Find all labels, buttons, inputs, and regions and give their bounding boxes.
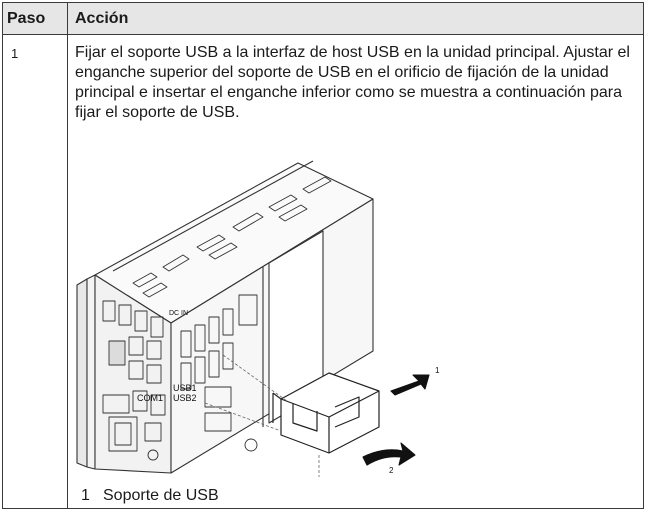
arrow-label-1: 1	[435, 366, 440, 375]
step-number: 1	[11, 46, 19, 61]
figure-legend: 1 Soporte de USB	[81, 487, 219, 505]
header-step: Paso	[7, 10, 46, 27]
port-label-usb1: USB1	[173, 383, 197, 393]
arrow-label-2: 2	[389, 466, 394, 475]
port-label-usb2: USB2	[173, 393, 197, 403]
header-action: Acción	[75, 10, 129, 27]
step-instruction: Fijar el soporte USB a la interfaz de ho…	[75, 44, 630, 121]
table-header-row: Paso Acción	[3, 3, 643, 35]
column-divider	[67, 3, 68, 508]
legend-label: Soporte de USB	[103, 487, 219, 504]
usb-bracket-installation-illustration: COM1 USB1 USB2 DC IN 1 2	[76, 160, 440, 477]
legend-number: 1	[81, 487, 90, 504]
port-label-dcin: DC IN	[169, 310, 188, 317]
port-label-com1: COM1	[137, 393, 163, 403]
